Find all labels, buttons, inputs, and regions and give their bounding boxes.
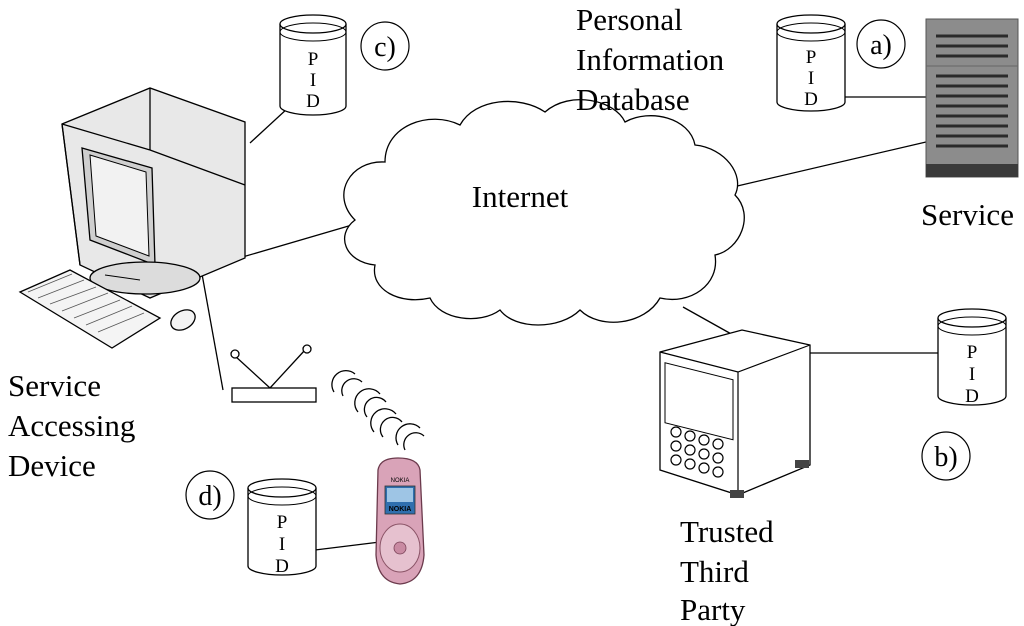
pid-letter-p: P <box>967 342 978 363</box>
internet-cloud: Internet <box>343 99 745 326</box>
mobile-phone-icon: NOKIA NOKIA <box>375 457 425 585</box>
access-point-icon <box>230 344 317 403</box>
pid-letter-i: I <box>808 68 814 89</box>
svg-text:Information: Information <box>576 42 725 77</box>
service-server-icon <box>925 18 1019 178</box>
pid-letter-d: D <box>306 91 320 112</box>
pid-database-b: P I D <box>937 308 1007 407</box>
pid-letter-d: D <box>965 386 979 407</box>
label-service-accessing-device: Service Accessing Device <box>8 368 135 483</box>
pid-letter-i: I <box>310 70 316 91</box>
label-service: Service <box>921 197 1014 232</box>
marker-c: c) <box>360 21 410 71</box>
marker-d: d) <box>185 470 235 520</box>
svg-text:Accessing: Accessing <box>8 408 135 443</box>
link-computer-pid-c <box>249 107 289 144</box>
internet-label: Internet <box>472 179 569 214</box>
svg-text:c): c) <box>374 32 396 63</box>
svg-text:Trusted: Trusted <box>680 514 774 549</box>
pid-letter-p: P <box>308 49 319 70</box>
pid-letter-p: P <box>277 512 288 533</box>
pid-letter-d: D <box>275 556 289 577</box>
marker-a: a) <box>856 19 906 69</box>
svg-text:Personal: Personal <box>576 2 683 37</box>
pid-letter-i: I <box>969 364 975 385</box>
pid-database-c: P I D <box>279 14 347 116</box>
svg-text:d): d) <box>198 481 221 512</box>
phone-brand-top: NOKIA <box>391 478 410 484</box>
label-trusted-third-party: Trusted Third Party <box>680 514 774 626</box>
pid-database-a: P I D <box>776 14 846 112</box>
link-phone-pid-d <box>314 541 381 551</box>
label-personal-information-database: Personal Information Database <box>576 2 725 117</box>
computer-icon <box>18 87 246 349</box>
svg-text:Party: Party <box>680 592 746 626</box>
ttp-tower-server-icon <box>659 329 811 498</box>
link-computer-antenna <box>201 273 224 391</box>
pid-letter-i: I <box>279 534 285 555</box>
link-cloud-service <box>732 141 927 188</box>
pid-letter-d: D <box>804 89 818 110</box>
svg-text:Device: Device <box>8 448 96 483</box>
connection-lines <box>201 96 938 551</box>
svg-text:Service: Service <box>8 368 101 403</box>
wireless-signal-icon <box>331 370 425 451</box>
phone-brand-screen: NOKIA <box>389 506 412 513</box>
svg-text:Database: Database <box>576 82 690 117</box>
pid-database-d: P I D <box>247 478 317 577</box>
marker-b: b) <box>921 431 971 481</box>
svg-text:a): a) <box>870 30 892 61</box>
svg-text:b): b) <box>934 442 957 473</box>
svg-text:Third: Third <box>680 554 749 589</box>
pid-letter-p: P <box>806 47 817 68</box>
